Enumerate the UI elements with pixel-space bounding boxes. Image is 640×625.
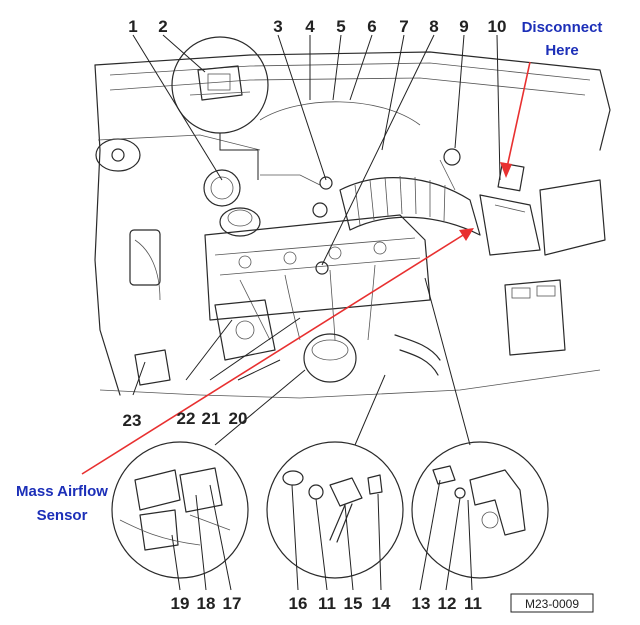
callout-4: 4 (305, 17, 315, 36)
callout-17: 17 (223, 594, 242, 613)
disconnect-arrow (505, 61, 531, 173)
callout-23: 23 (123, 411, 142, 430)
annotation-arrows (81, 61, 531, 475)
disconnect-annotation: Disconnect Here (522, 19, 603, 59)
callout-6: 6 (367, 17, 376, 36)
callout-2: 2 (158, 17, 167, 36)
callout-1: 1 (128, 17, 137, 36)
callout-14: 14 (372, 594, 391, 613)
inset-left (111, 441, 249, 579)
callout-13: 13 (412, 594, 431, 613)
callout-labels-inset-middle: 16 11 15 14 (289, 594, 391, 613)
sensor-line-2: Sensor (37, 507, 88, 524)
callout-labels-inset-right: 13 12 11 (412, 594, 482, 613)
callout-16: 16 (289, 594, 308, 613)
sensor-arrow (81, 231, 469, 475)
leader-lines (132, 34, 501, 591)
callout-labels-inset-left: 19 18 17 (171, 594, 242, 613)
callout-10: 10 (488, 17, 507, 36)
inset-middle (266, 441, 404, 579)
callout-11a: 11 (318, 594, 336, 613)
callout-12: 12 (438, 594, 457, 613)
callout-18: 18 (197, 594, 216, 613)
inset-right (411, 441, 549, 579)
sensor-arrowhead (459, 228, 474, 241)
disconnect-arrowhead (500, 162, 512, 178)
callout-8: 8 (429, 17, 438, 36)
sensor-line-1: Mass Airflow (16, 483, 108, 500)
callout-20: 20 (229, 409, 248, 428)
callout-19: 19 (171, 594, 190, 613)
callout-3: 3 (273, 17, 282, 36)
callout-11b: 11 (464, 594, 482, 613)
callout-21: 21 (202, 409, 221, 428)
detail-circle-top (171, 36, 269, 180)
disconnect-line-1: Disconnect (522, 19, 603, 36)
callout-22: 22 (177, 409, 196, 428)
engine-bay-drawing (94, 51, 611, 399)
callout-9: 9 (459, 17, 468, 36)
figure-code: M23-0009 (525, 597, 579, 611)
callout-15: 15 (344, 594, 363, 613)
disconnect-line-2: Here (545, 42, 578, 59)
figure-code-box: M23-0009 (510, 593, 594, 613)
callout-labels-top: 1 2 3 4 5 6 7 8 9 10 (128, 17, 506, 36)
callout-labels-left-bottom: 23 22 21 20 (123, 409, 248, 430)
callout-7: 7 (399, 17, 408, 36)
callout-5: 5 (336, 17, 345, 36)
sensor-annotation: Mass Airflow Sensor (16, 483, 108, 524)
